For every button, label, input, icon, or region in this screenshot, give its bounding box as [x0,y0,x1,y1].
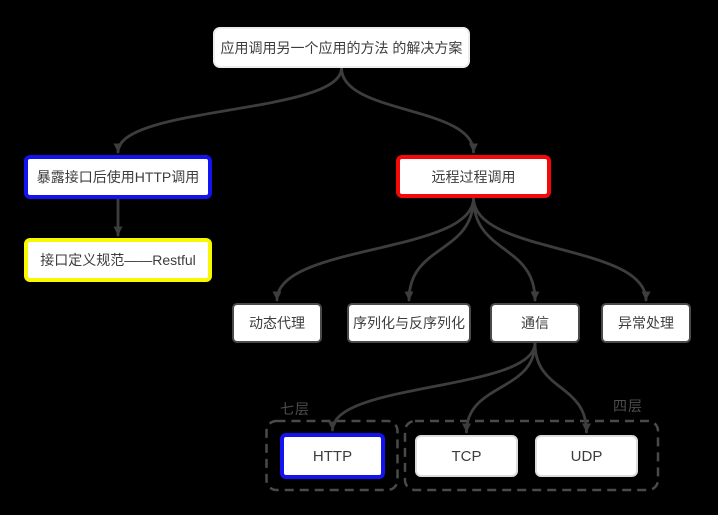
edge-communication-to-http [328,341,537,432]
edge-rpc-to-exception_handling [472,196,651,302]
edge-communication-to-tcp [462,341,537,434]
edge-rpc-to-communication [472,196,540,302]
edge-root-to-rpc [340,66,478,154]
node-udp[interactable]: UDP [535,435,638,477]
edge-rpc-to-dynamic_proxy [272,196,475,302]
four-layer-group-label: 四层 [613,398,643,414]
node-root-topic[interactable]: 应用调用另一个应用的方法 的解决方案 [213,27,470,68]
node-exception-handling[interactable]: 异常处理 [601,303,691,343]
node-restful-spec[interactable]: 接口定义规范——Restful [24,238,212,282]
four-layer-group-box [403,419,660,492]
seven-layer-group-box [265,419,399,492]
node-rpc[interactable]: 远程过程调用 [396,155,551,198]
edge-rpc-to-serialization [404,196,475,302]
node-expose-http-call[interactable]: 暴露接口后使用HTTP调用 [24,155,212,199]
node-tcp[interactable]: TCP [415,435,518,477]
node-http[interactable]: HTTP [280,433,385,479]
edge-root-to-expose_http [113,66,343,154]
node-communication[interactable]: 通信 [490,303,580,343]
seven-layer-group-label: 七层 [280,401,310,417]
node-serialization[interactable]: 序列化与反序列化 [347,303,471,343]
node-dynamic-proxy[interactable]: 动态代理 [232,303,322,343]
edge-communication-to-udp [533,341,591,434]
